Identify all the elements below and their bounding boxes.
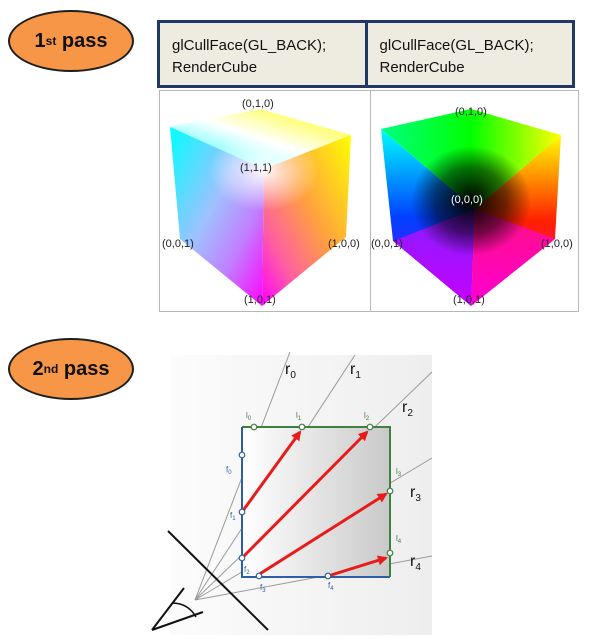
entry-point-labels: f0 f1 f2 f3 f4 (226, 465, 334, 594)
code-right-line2: RenderCube (379, 59, 465, 76)
cube-panels-divider (370, 91, 371, 311)
exit-label-4: l4 (396, 534, 402, 545)
ray-labels: r0 r1 r2 r3 r4 (285, 361, 421, 573)
cube-left-label-right: (1,0,0) (328, 238, 360, 250)
exit-label-1: l1 (296, 411, 302, 422)
volume-box-fill (242, 427, 390, 577)
first-pass-text: pass (56, 29, 108, 52)
cube-right-label-center: (0,0,0) (451, 194, 483, 206)
ray-label-0: r0 (285, 361, 296, 381)
code-box-left: glCullFace(GL_BACK); RenderCube (157, 20, 368, 88)
second-pass-sup: nd (43, 362, 59, 376)
code-box-right: glCullFace(GL_BACK); RenderCube (367, 20, 575, 88)
entry-label-2: f2 (244, 565, 250, 576)
exit-label-3: l3 (396, 467, 402, 478)
cube-white-corner-glow (209, 131, 319, 211)
exit-label-2: l2 (364, 411, 370, 422)
volume-box-front-edges (241, 427, 390, 578)
eye-angle-arc (171, 602, 197, 618)
ray-label-1: r1 (350, 361, 361, 381)
entry-label-0: f0 (226, 465, 232, 476)
red-ray-arrows (240, 430, 388, 578)
exit-point-labels: l0 l1 l2 l3 l4 (246, 411, 402, 545)
first-pass-number: 1 (34, 29, 46, 52)
second-pass-text: pass (58, 357, 110, 380)
entry-label-3: f3 (260, 583, 266, 594)
first-pass-sup: st (45, 34, 57, 48)
cube-left-label-left: (0,0,1) (162, 238, 194, 250)
entry-points (238, 451, 332, 580)
volume-box-back-edges (242, 426, 391, 577)
cube-right-label-right: (1,0,0) (541, 238, 573, 250)
exit-label-0: l0 (246, 411, 252, 422)
cube-left-label-center: (1,1,1) (240, 162, 272, 174)
second-pass-number: 2 (32, 357, 44, 380)
exit-points (250, 423, 394, 557)
cube-black-corner-shade (411, 146, 531, 256)
cube-front-faces: (0,1,0) (1,1,1) (0,0,1) (1,0,0) (1,0,1) (162, 98, 360, 306)
entry-label-1: f1 (230, 511, 236, 522)
image-plane-line (167, 530, 269, 631)
entry-label-4: f4 (328, 581, 334, 592)
code-row: glCullFace(GL_BACK); RenderCube glCullFa… (157, 20, 575, 88)
ray-label-2: r2 (402, 399, 413, 419)
cube-left-label-bottom: (1,0,1) (244, 294, 276, 306)
cube-panels: (0,1,0) (1,1,1) (0,0,1) (1,0,0) (1,0,1) … (159, 90, 579, 312)
diagram-background (170, 355, 432, 635)
code-left-line2: RenderCube (172, 59, 258, 76)
cube-left-label-top: (0,1,0) (242, 98, 274, 110)
cube-right-label-top: (0,1,0) (455, 106, 487, 118)
ray-label-4: r4 (410, 553, 421, 573)
code-right-line1: glCullFace(GL_BACK); (379, 37, 534, 54)
code-left-line1: glCullFace(GL_BACK); (172, 37, 327, 54)
cube-right-label-bottom: (1,0,1) (453, 294, 485, 306)
ray-lines (194, 351, 433, 601)
ray-label-3: r3 (410, 484, 421, 504)
cube-right-label-left: (0,0,1) (371, 238, 403, 250)
cube-back-faces: (0,1,0) (0,0,0) (0,0,1) (1,0,0) (1,0,1) (371, 106, 573, 306)
eye-icon (151, 587, 204, 631)
